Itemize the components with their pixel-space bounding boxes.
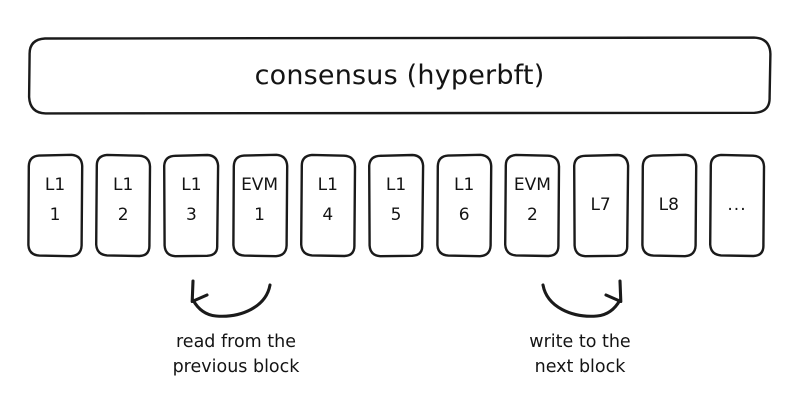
block-2[interactable]: L1 2 — [94, 153, 152, 258]
block-outline — [368, 153, 425, 258]
block-kind-label: EVM — [513, 175, 551, 195]
block-4[interactable]: EVM 1 — [231, 153, 289, 258]
block-kind-label: L1 — [113, 175, 134, 195]
block-row: L1 1 L1 2 L1 3 EVM 1 L1 4 L1 5 L1 6 EVM 2 L7 L8... — [0, 153, 800, 261]
annotation-write-line-1: write to the — [529, 332, 631, 352]
block-labels: L1 6 — [435, 153, 493, 258]
curved-arrow-up-left-icon — [190, 279, 272, 318]
block-outline — [640, 153, 698, 258]
block-kind-label: L1 — [317, 175, 338, 195]
block-outline — [163, 153, 220, 258]
block-8[interactable]: EVM 2 — [503, 153, 561, 258]
block-index-label: 2 — [117, 205, 129, 225]
block-outline — [95, 153, 152, 258]
block-index-label: 1 — [254, 205, 265, 225]
block-labels: ... — [708, 153, 766, 258]
block-11[interactable]: ... — [708, 153, 766, 258]
block-3[interactable]: L1 3 — [162, 153, 220, 258]
block-outline — [27, 153, 84, 258]
block-index-label: 2 — [526, 205, 538, 225]
block-labels: L1 3 — [162, 153, 220, 258]
block-index-label: 1 — [49, 205, 61, 225]
block-outline — [572, 153, 629, 258]
block-10[interactable]: L8 — [640, 153, 698, 258]
curved-arrow-up-right-icon — [541, 279, 623, 318]
annotation-read-text: read from the previous block — [106, 330, 366, 380]
block-outline — [436, 153, 493, 258]
block-1[interactable]: L1 1 — [26, 153, 84, 258]
block-ellipsis-label: ... — [727, 195, 747, 215]
block-index-label: 4 — [322, 205, 334, 225]
block-outline — [231, 153, 288, 258]
block-outline — [709, 153, 766, 258]
consensus-bar-outline — [27, 36, 772, 115]
block-labels: L1 5 — [367, 153, 425, 258]
block-kind-label: L7 — [590, 195, 611, 215]
annotation-read-line-2: previous block — [172, 357, 300, 377]
block-labels: L1 2 — [94, 153, 152, 258]
block-labels: EVM 1 — [231, 153, 289, 258]
annotation-write-line-2: next block — [534, 357, 626, 377]
block-labels: L8 — [640, 153, 698, 258]
block-labels: EVM 2 — [503, 153, 561, 258]
block-9[interactable]: L7 — [572, 153, 630, 258]
block-kind-label: L1 — [44, 175, 66, 195]
block-kind-label: L1 — [181, 175, 202, 195]
annotation-read-line-1: read from the — [176, 332, 296, 352]
block-outline — [299, 153, 356, 258]
consensus-bar: consensus (hyperbft) — [27, 36, 772, 115]
consensus-label: consensus (hyperbft) — [254, 60, 545, 91]
annotation-write-text: write to the next block — [450, 330, 710, 380]
block-kind-label: L8 — [658, 195, 679, 215]
block-index-label: 3 — [185, 205, 197, 225]
block-kind-label: L1 — [454, 175, 475, 195]
block-7[interactable]: L1 6 — [435, 153, 493, 258]
block-index-label: 6 — [458, 205, 470, 225]
block-index-label: 5 — [390, 205, 402, 225]
block-kind-label: L1 — [385, 175, 407, 195]
block-outline — [504, 153, 561, 258]
block-labels: L7 — [572, 153, 630, 258]
block-labels: L1 4 — [299, 153, 357, 258]
block-labels: L1 1 — [26, 153, 84, 258]
block-kind-label: EVM — [241, 175, 279, 195]
block-6[interactable]: L1 5 — [367, 153, 425, 258]
block-5[interactable]: L1 4 — [299, 153, 357, 258]
